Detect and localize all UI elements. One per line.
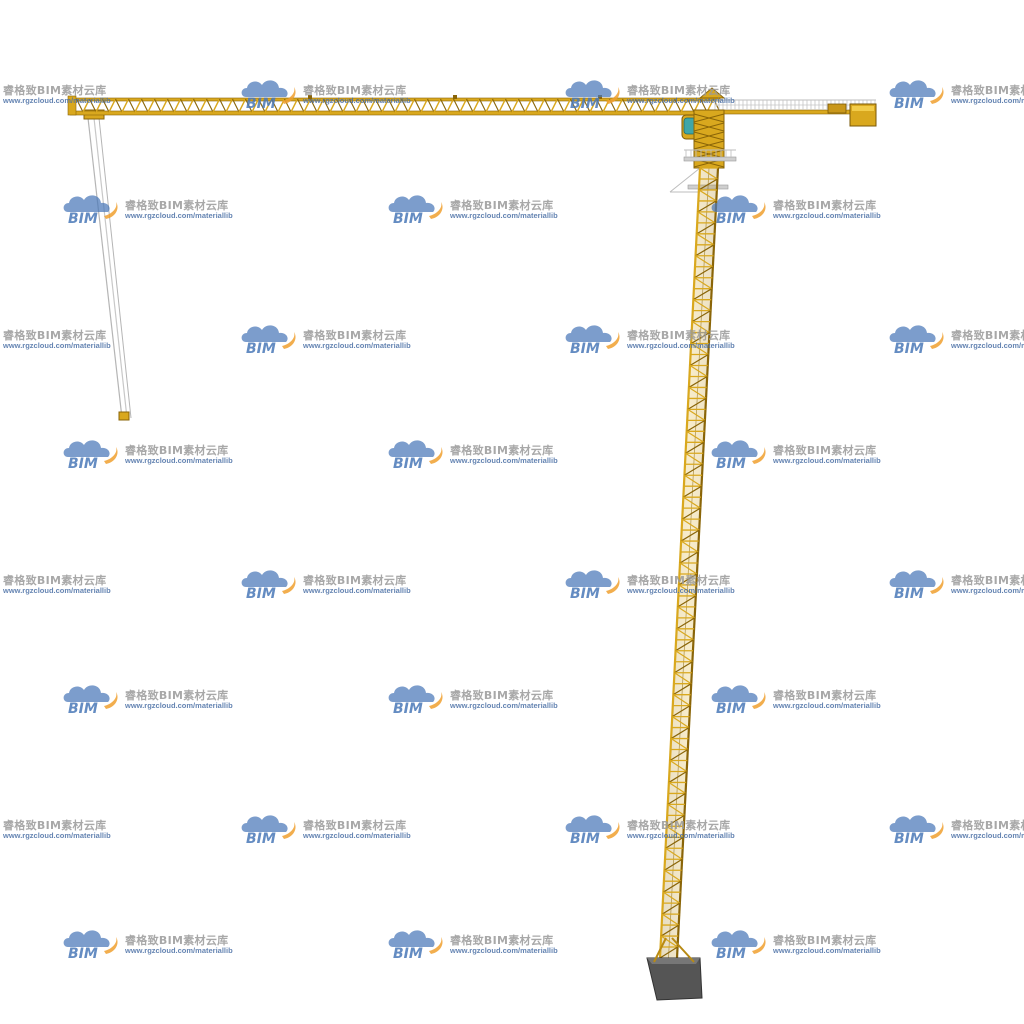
counterweight [849, 103, 877, 127]
crane-base [646, 937, 703, 1001]
mast-section [658, 167, 720, 959]
jib-truss [67, 95, 721, 116]
hoist-cable [87, 117, 132, 419]
hook-block [118, 411, 130, 421]
slewing-platform [669, 87, 737, 193]
hoist-machinery [827, 103, 847, 114]
